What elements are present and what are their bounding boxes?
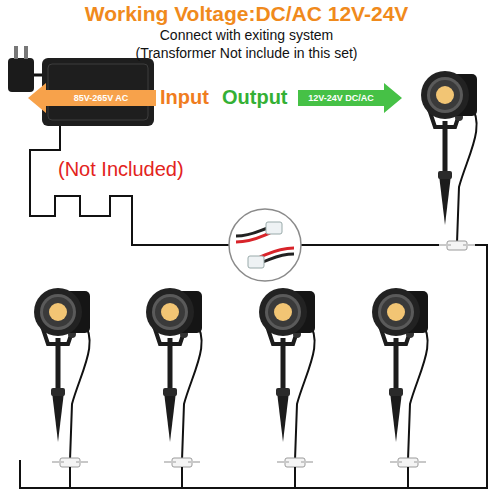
graphic-part: [8, 58, 34, 92]
graphic-part: [229, 209, 301, 281]
graphic-part: [248, 256, 264, 268]
title: Working Voltage:DC/AC 12V-24V: [0, 2, 493, 26]
lamp-lead: [70, 467, 408, 488]
input-label: Input: [160, 86, 209, 109]
arrow-fill: [28, 83, 156, 113]
graphic-part: [266, 222, 282, 234]
power-plug: [8, 46, 42, 92]
voltage-arrow: 85V-265V AC Input: [28, 83, 209, 113]
not-included-note: (Not Included): [58, 158, 184, 181]
note: (Transformer Not include in this set): [0, 45, 493, 61]
connector-detail: [229, 209, 301, 281]
graphic-part: [236, 233, 270, 242]
arrow-fill: [298, 83, 402, 113]
power-cord: [20, 126, 487, 488]
graphic-part: [372, 288, 428, 467]
subtitle: Connect with exiting system: [0, 27, 493, 43]
output-label: Output: [222, 86, 288, 109]
graphic-part: [146, 288, 202, 467]
graphic-part: [34, 74, 42, 77]
graphic-part: [260, 248, 294, 257]
input-voltage: 85V-265V AC: [74, 93, 129, 103]
voltage-arrow: Output 12V-24V DC/AC: [222, 83, 402, 113]
graphic-part: [34, 288, 90, 467]
graphic-part: [24, 46, 28, 59]
output-voltage: 12V-24V DC/AC: [308, 93, 374, 103]
graphic-part: [14, 46, 18, 59]
graphic-part: [259, 288, 315, 467]
graphic-part: [421, 71, 477, 250]
